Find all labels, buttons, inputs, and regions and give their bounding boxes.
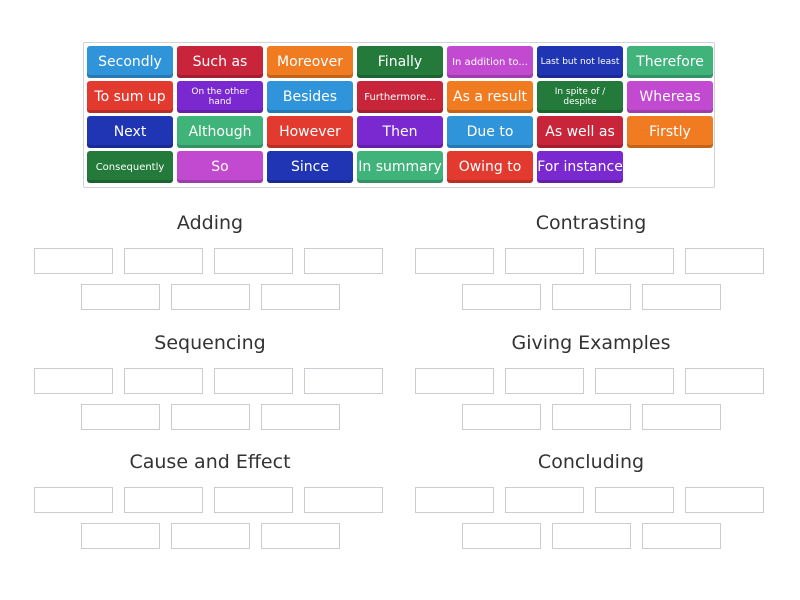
category-title: Giving Examples [511,332,671,354]
drop-slot[interactable] [551,523,631,549]
drop-slot[interactable] [415,487,494,513]
word-tile[interactable]: To sum up [87,81,173,113]
drop-slot[interactable] [124,248,203,274]
word-tile[interactable]: As a result [447,81,533,113]
drop-slot[interactable] [685,368,764,394]
word-tile[interactable]: As well as [537,116,623,148]
word-tile[interactable]: Secondly [87,46,173,78]
drop-slot[interactable] [260,284,340,310]
drop-slot[interactable] [170,523,250,549]
word-tile[interactable]: Furthermore... [357,81,443,113]
drop-slot[interactable] [505,248,584,274]
word-tile[interactable]: Besides [267,81,353,113]
word-tile[interactable]: Consequently [87,151,173,183]
word-tile[interactable]: Due to [447,116,533,148]
category-title: Sequencing [154,332,266,354]
drop-slot[interactable] [551,404,631,430]
word-tile[interactable]: Moreover [267,46,353,78]
drop-slot[interactable] [415,248,494,274]
word-tile[interactable]: Although [177,116,263,148]
drop-slot[interactable] [260,523,340,549]
drop-slot[interactable] [304,487,383,513]
category-title: Contrasting [535,212,647,234]
word-tile[interactable]: For instance [537,151,623,183]
word-tile[interactable]: Finally [357,46,443,78]
drop-slot[interactable] [685,487,764,513]
drop-slot[interactable] [505,368,584,394]
drop-slot[interactable] [685,248,764,274]
drop-slot[interactable] [214,487,293,513]
drop-slot[interactable] [80,523,160,549]
word-tile[interactable]: Therefore [627,46,713,78]
category-title: Cause and Effect [129,451,291,473]
drop-slot[interactable] [551,284,631,310]
drop-slot[interactable] [260,404,340,430]
word-tile[interactable]: Whereas [627,81,713,113]
drop-slot[interactable] [214,248,293,274]
drop-slot[interactable] [641,404,721,430]
drop-slot[interactable] [214,368,293,394]
drop-slot[interactable] [641,523,721,549]
drop-slot[interactable] [34,487,113,513]
drop-slot[interactable] [461,404,541,430]
word-tile[interactable]: In addition to... [447,46,533,78]
word-tile[interactable]: In spite of / despite [537,81,623,113]
word-tile[interactable]: On the other hand [177,81,263,113]
drop-slot[interactable] [34,368,113,394]
word-tile[interactable]: Last but not least [537,46,623,78]
word-tile[interactable]: Then [357,116,443,148]
drop-slot[interactable] [641,284,721,310]
word-tile[interactable]: Firstly [627,116,713,148]
drop-slot[interactable] [124,487,203,513]
drop-slot[interactable] [124,368,203,394]
drop-slot[interactable] [505,487,584,513]
word-tile[interactable]: So [177,151,263,183]
word-tile[interactable]: Next [87,116,173,148]
drop-slot[interactable] [595,248,674,274]
drop-slot[interactable] [595,487,674,513]
drop-slot[interactable] [304,368,383,394]
drop-slot[interactable] [80,284,160,310]
drop-slot[interactable] [170,404,250,430]
word-tile[interactable]: Owing to [447,151,533,183]
word-tile[interactable]: In summary [357,151,443,183]
drop-slot[interactable] [304,248,383,274]
word-tile[interactable]: However [267,116,353,148]
category-title: Adding [176,212,244,234]
drop-slot[interactable] [170,284,250,310]
drop-slot[interactable] [461,523,541,549]
drop-slot[interactable] [34,248,113,274]
word-tile[interactable]: Such as [177,46,263,78]
drop-slot[interactable] [80,404,160,430]
drop-slot[interactable] [415,368,494,394]
word-tile[interactable]: Since [267,151,353,183]
category-title: Concluding [537,451,645,473]
drop-slot[interactable] [595,368,674,394]
drop-slot[interactable] [461,284,541,310]
